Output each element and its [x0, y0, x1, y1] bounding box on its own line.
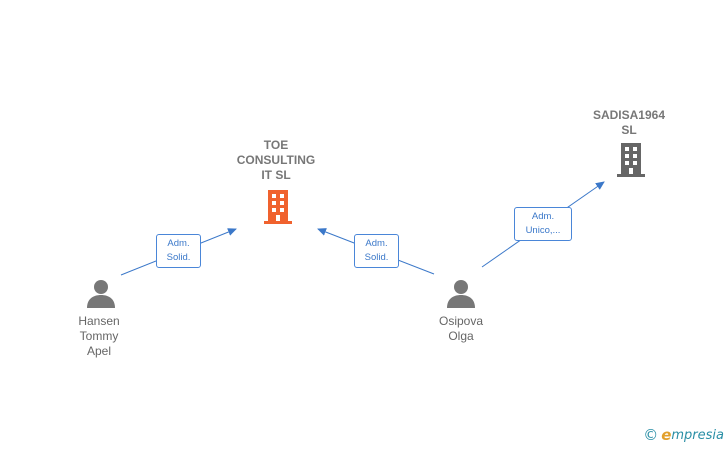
copyright-icon: © — [643, 426, 659, 444]
person-icon[interactable] — [86, 279, 116, 309]
brand-logo-text: mpresia — [671, 427, 724, 443]
building-icon[interactable] — [262, 189, 294, 225]
person-label-osipova[interactable]: Osipova Olga — [438, 314, 484, 343]
edge-label-hansen-toe: Adm. Solid. — [156, 234, 201, 268]
edge-label-osipova-toe: Adm. Solid. — [354, 234, 399, 268]
edge-label-osipova-sadisa: Adm. Unico,... — [514, 207, 572, 241]
building-icon[interactable] — [615, 142, 647, 178]
person-label-hansen[interactable]: Hansen Tommy Apel — [78, 314, 120, 358]
company-label-sadisa[interactable]: SADISA1964 SL — [592, 108, 666, 137]
person-icon[interactable] — [446, 279, 476, 309]
brand-logo-initial: e — [661, 426, 672, 444]
company-label-toe[interactable]: TOE CONSULTING IT SL — [236, 138, 316, 182]
